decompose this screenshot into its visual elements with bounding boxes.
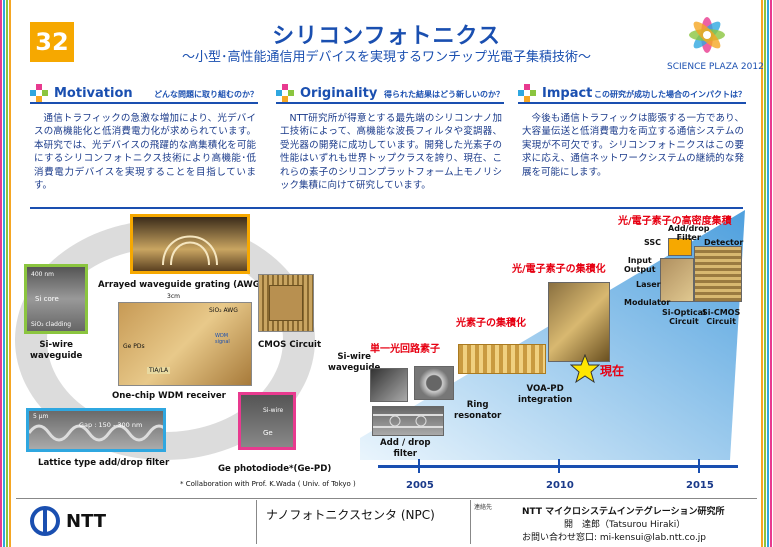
originality-body: NTT研究所が得意とする最先端のシリコンナノ加工技術によって、高機能な波長フィル… — [280, 113, 502, 192]
awg-label: Arrayed waveguide grating (AWG) — [98, 280, 264, 290]
laser-label: Laser — [636, 280, 661, 289]
star-icon — [570, 354, 600, 384]
add-drop-photo — [372, 406, 444, 436]
poster-number: 32 — [30, 22, 74, 62]
wdm-receiver-label: One-chip WDM receiver — [112, 391, 226, 401]
section-question: 得られた結果はどう新しいのか？ — [384, 90, 504, 99]
year-2015: 2015 — [686, 480, 714, 491]
si-wire-photo: 400 nm Si core SiO₂ cladding — [24, 264, 88, 334]
science-plaza-logo: SCIENCE PLAZA 2012 — [667, 12, 764, 82]
logo-text: SCIENCE PLAZA 2012 — [667, 62, 764, 72]
dense-chip-optical — [668, 238, 692, 256]
cmos-photo — [258, 274, 314, 332]
ge-label: Ge — [263, 429, 273, 437]
si-cmos-circuit-label: Si-CMOS Circuit — [702, 308, 741, 326]
si-wire-label: Si-wire waveguide — [30, 340, 83, 361]
colored-squares-icon — [276, 84, 294, 102]
si-wire-waveguide-label: Si-wire waveguide — [328, 352, 381, 373]
wdm-chip-photo: 3cm SiO₂ AWG Ge PDs TIA/LA WDM signal — [118, 293, 252, 386]
ge-pd-photo: Si-wire Ge — [238, 392, 296, 450]
section-heading: Impact — [542, 86, 593, 101]
contact-person: 開 達郎（Tatsurou Hiraki） — [564, 520, 686, 530]
add-drop-filter-label: Add/drop Filter — [668, 224, 710, 242]
section-motivation: Motivation どんな問題に取り組むのか？ — [30, 84, 258, 104]
cmos-label: CMOS Circuit — [258, 340, 322, 350]
lab-name: NTT マイクロシステムインテグレーション研究所 — [522, 507, 725, 517]
dense-chip-photonic — [660, 258, 694, 302]
year-2005: 2005 — [406, 480, 434, 491]
optical-integration-label: 光素子の集積化 — [456, 318, 526, 329]
contact-email: お問い合わせ窓口: mi-kensui@lab.ntt.co.jp — [522, 533, 707, 543]
dense-chip-cmos — [694, 246, 742, 302]
wdm-signal-label: WDM signal — [215, 333, 230, 345]
year-2010: 2010 — [546, 480, 574, 491]
colored-squares-icon — [30, 84, 48, 102]
section-question: どんな問題に取り組むのか？ — [154, 90, 258, 99]
poster-subtitle: ～小型･高性能通信用デバイスを実現するワンチップ光電子集積技術～ — [181, 50, 592, 65]
modulator-label: Modulator — [624, 298, 671, 307]
oe-integration-label: 光/電子素子の集積化 — [512, 264, 606, 275]
section-divider — [30, 207, 743, 209]
awg-photo — [130, 214, 250, 274]
poster-title: シリコンフォトニクス — [272, 24, 501, 49]
voa-pd-label: VOA-PD integration — [518, 384, 573, 405]
ntt-logo: NTT — [30, 506, 106, 536]
contact-label: 連絡先 — [474, 504, 493, 511]
ge-pds-label: Ge PDs — [123, 343, 145, 350]
timeline-tick — [698, 459, 700, 473]
impact-body: 今後も通信トラフィックは膨張する一方であり、大容量伝送と低消費電力を両立する通信… — [522, 113, 744, 178]
scale-label: 400 nm — [31, 271, 55, 278]
timeline-tick — [418, 459, 420, 473]
ntt-text: NTT — [66, 510, 107, 532]
left-stripe-decoration — [0, 0, 12, 547]
right-stripe-decoration — [761, 0, 773, 547]
footer-separator — [470, 500, 471, 544]
ge-pd-label: Ge photodiode*(Ge-PD) — [218, 464, 332, 474]
si-wire-waveguide-photo — [370, 368, 408, 402]
flower-logo-icon — [689, 17, 725, 53]
gap-label: Gap : 150 - 300 nm — [79, 421, 143, 429]
scale-5um-label: 5 μm — [33, 413, 49, 420]
scale-3cm-label: 3cm — [167, 293, 180, 300]
input-output-label: Input Output — [624, 256, 656, 274]
motivation-body: 通信トラフィックの急激な増加により、光デバイスの高機能化と低消費電力化が求められ… — [34, 113, 256, 192]
current-position-label: 現在 — [600, 364, 625, 378]
ring-resonator-photo — [414, 366, 454, 400]
timeline-tick — [558, 459, 560, 473]
si-core-label: Si core — [35, 295, 59, 303]
lattice-filter-photo: 5 μm Gap : 150 - 300 nm — [26, 408, 171, 452]
ntt-mark-icon — [30, 506, 60, 536]
section-heading: Motivation — [54, 86, 133, 101]
section-impact: Impact この研究が成功した場合のインパクトは？ — [518, 84, 746, 104]
collaboration-note: * Collaboration with Prof. K.Wada ( Univ… — [180, 480, 356, 488]
oe-integration-photo — [548, 282, 610, 362]
optical-integration-photo — [458, 344, 546, 374]
si-optical-circuit-label: Si-Optical Circuit — [662, 308, 706, 326]
npc-center: ナノフォトニクスセンタ (NPC) — [266, 508, 435, 522]
footer-separator — [256, 500, 257, 544]
oe-dense-integration-label: 光/電子素子の高密度集積 — [618, 216, 732, 227]
sio2-label: SiO₂ cladding — [31, 321, 72, 328]
ring-resonator-label: Ring resonator — [454, 400, 502, 421]
section-heading: Originality — [300, 86, 378, 101]
ssc-label: SSC — [644, 238, 662, 247]
add-drop-label: Add / drop filter — [380, 438, 431, 459]
tia-la-label: TIA/LA — [147, 367, 171, 374]
lattice-filter-label: Lattice type add/drop filter — [38, 458, 170, 468]
sio2-awg-label: SiO₂ AWG — [209, 307, 238, 314]
si-wire-small-label: Si-wire — [263, 407, 284, 414]
footer — [16, 498, 757, 546]
section-question: この研究が成功した場合のインパクトは？ — [594, 90, 746, 99]
detector-label: Detector — [704, 238, 744, 247]
section-originality: Originality 得られた結果はどう新しいのか？ — [276, 84, 504, 104]
single-device-label: 単一光回路素子 — [370, 344, 440, 355]
colored-squares-icon — [518, 84, 536, 102]
